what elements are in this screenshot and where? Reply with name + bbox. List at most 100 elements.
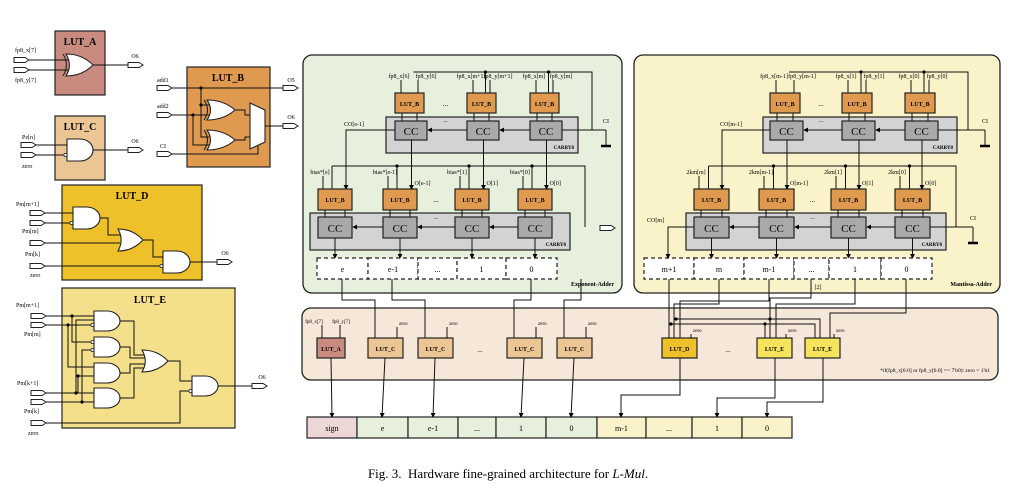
output-bit-cell — [505, 257, 558, 280]
output-bit-label: ... — [809, 265, 815, 274]
junction-dot — [76, 374, 80, 378]
wire — [120, 346, 145, 359]
lut-b-instance — [454, 188, 490, 211]
top-input-label: fp8_x[m] — [523, 73, 546, 80]
man-wire — [676, 318, 821, 338]
man-wire — [673, 279, 720, 338]
second-input-label: bias*[0] — [510, 170, 530, 176]
lut-e-title: LUT_E — [134, 295, 167, 306]
carry-out-label: CO[e-1] — [344, 122, 364, 128]
lut-b-input-label: add1 — [157, 78, 169, 84]
zero-condition-note: *if(fp8_x[6:0] or fp8_y[6:0] == 7'b0): z… — [880, 367, 990, 374]
zero-label: zero — [399, 322, 408, 327]
lut-a-input-label: fp8_x[7] — [305, 320, 323, 325]
xor-gate-arc — [203, 129, 209, 151]
junction-dot — [70, 314, 74, 318]
second-input-label: bias*[e] — [310, 170, 329, 176]
junction-dot — [467, 164, 471, 168]
sum-label: O[1] — [862, 181, 873, 187]
lut-b-label: LUT_B — [903, 198, 922, 204]
result-bit-label: e — [381, 424, 385, 433]
port-pin — [13, 57, 30, 63]
output-lut-4 — [506, 337, 543, 359]
and-gate — [93, 362, 121, 384]
output-stage-panel — [301, 307, 999, 381]
second-input-label: 2km[m-1] — [749, 170, 773, 176]
ellipsis: ... — [443, 100, 449, 108]
lut-b-label: LUT_B — [400, 102, 419, 108]
wire — [46, 390, 190, 424]
lut-a-output-label: O6 — [131, 54, 138, 60]
zero-label: zero — [693, 329, 702, 334]
output-pin — [127, 62, 144, 68]
lut-to-result-wire — [764, 358, 824, 418]
output-lut-label: LUT_C — [376, 347, 396, 353]
output-bit-label: m — [716, 265, 723, 274]
cc-label: CC — [393, 223, 408, 235]
or-gate — [65, 53, 94, 77]
wire — [71, 316, 92, 343]
top-input-label: fp8_y[6] — [416, 73, 437, 80]
zero-label: zero — [538, 322, 547, 327]
output-bit-label: e-1 — [388, 265, 398, 274]
cc-label: CC — [769, 223, 784, 235]
lut-a-input-label: fp8_y[7] — [15, 77, 36, 84]
lut-d-input-label: Pm[m] — [22, 229, 39, 235]
carry-in-bus — [789, 71, 969, 130]
lut-b-instance — [758, 188, 795, 211]
ellipsis: ... — [443, 118, 448, 124]
zero-label: zero — [449, 322, 458, 327]
lut-b-label: LUT_B — [462, 198, 481, 204]
lut-a-input-label: fp8_x[7] — [15, 47, 36, 54]
port-pin — [30, 420, 47, 426]
wire — [67, 325, 94, 368]
caption-prefix: Fig. 3. — [367, 466, 402, 481]
result-bit-label: 1 — [519, 424, 523, 433]
junction-dot — [66, 323, 70, 327]
lut-d-output-label: O6 — [221, 251, 228, 257]
carry-out-wire — [719, 129, 770, 190]
lut-b-label: LUT_B — [767, 198, 786, 204]
output-pin — [251, 383, 268, 389]
cc-label: CC — [465, 223, 480, 235]
zero-label: zero — [788, 329, 797, 334]
wire — [81, 349, 92, 402]
junction-dot — [859, 70, 863, 74]
output-bit-cell — [880, 257, 933, 280]
lut-b-label: LUT_B — [325, 198, 344, 204]
tap-label: [2] — [815, 285, 822, 291]
lut-b-label: LUT_B — [525, 198, 544, 204]
cc-label: CC — [404, 126, 419, 138]
figure-caption: Fig. 3. Hardware fine-grained architectu… — [0, 466, 1016, 482]
caption-end: . — [644, 466, 649, 481]
lut-c-output-label: O6 — [131, 139, 138, 145]
lut-to-result-wire — [518, 357, 525, 418]
wire — [120, 363, 145, 374]
lut-b-output-label: O6 — [287, 115, 294, 121]
output-lut-label: LUT_D — [670, 347, 690, 353]
lut-b-input-label: CI — [160, 144, 166, 150]
carry-out-label: CO[m] — [647, 218, 664, 224]
junction-dot — [80, 400, 84, 404]
lut-d-input-label: Pm[m+1] — [16, 202, 39, 208]
lut-b-label: LUT_B — [775, 102, 794, 108]
lut-e-input-label: Pm[m] — [24, 332, 41, 338]
port-pin — [20, 152, 37, 158]
and-gate — [93, 336, 121, 358]
top-input-label: fp8_y[1] — [864, 73, 885, 80]
cc-label: CC — [476, 126, 491, 138]
junction-dot — [907, 164, 912, 168]
and-gate — [93, 387, 121, 409]
second-input-label: 2km[0] — [888, 170, 906, 176]
ellipsis: ... — [819, 118, 824, 124]
top-input-label: fp8_y[m-1] — [788, 73, 816, 80]
lut-e-input-label: zero — [28, 431, 38, 437]
lut-to-result-wire — [618, 358, 681, 418]
sum-label: O[1] — [487, 181, 498, 187]
output-bit-cell — [693, 257, 745, 280]
port-pin — [156, 112, 173, 118]
output-bit-label: 0 — [530, 265, 534, 274]
port-pin — [29, 220, 46, 226]
junction-dot — [669, 322, 673, 326]
lut-b-label: LUT_B — [910, 102, 929, 108]
